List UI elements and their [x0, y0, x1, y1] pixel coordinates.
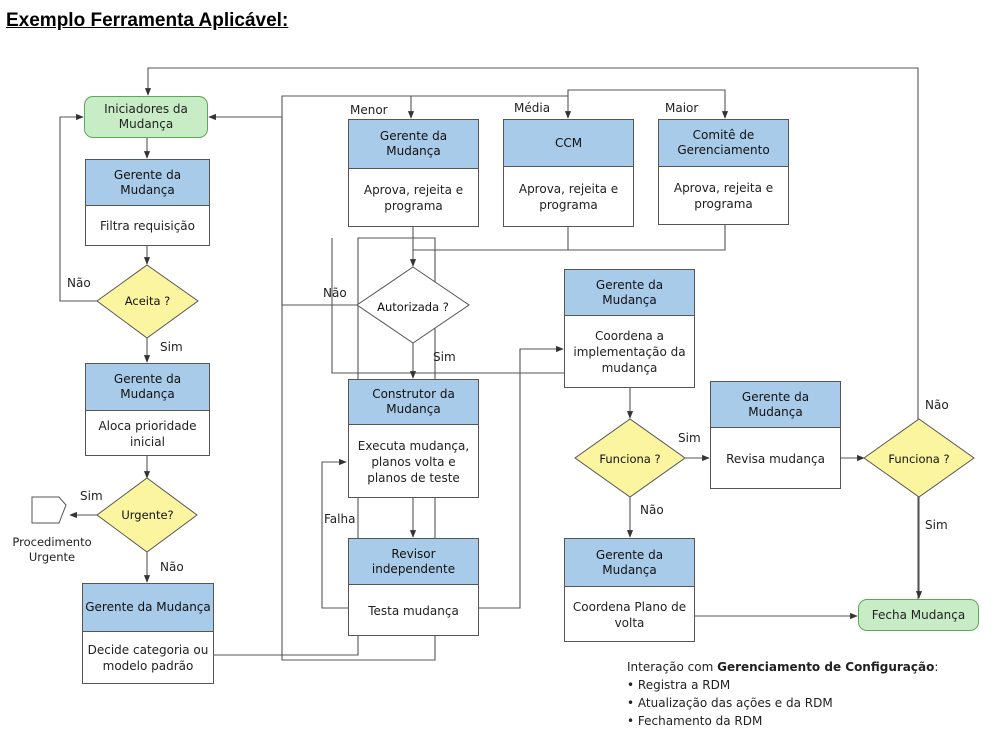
gerente-volta-box: Gerente da Mudança Coordena Plano de vol… [564, 538, 695, 642]
page-title: Exemplo Ferramenta Aplicável: [6, 10, 289, 31]
gerente-revisa-box: Gerente da Mudança Revisa mudança [710, 381, 841, 489]
legend-heading: Interação com Gerenciamento de Configura… [627, 658, 938, 676]
gerente-filtra-box: Gerente da Mudança Filtra requisição [85, 159, 210, 246]
gerente-volta-header: Gerente da Mudança [565, 539, 694, 587]
legend-intro: Interação com [627, 660, 714, 674]
decision-funciona1-diamond [574, 418, 686, 498]
legend-item: Atualização das ações e da RDM [627, 694, 938, 712]
construtor-box: Construtor da Mudança Executa mudança, p… [348, 379, 479, 498]
gerente-volta-body: Coordena Plano de volta [572, 599, 687, 630]
label-nao-funciona1: Não [640, 503, 664, 517]
ccm-box: CCM Aprova, rejeita e programa [503, 119, 634, 227]
legend-bold: Gerenciamento de Configuração [717, 660, 935, 674]
connector-revisor-falha [321, 458, 348, 609]
label-nao-autorizada: Não [323, 286, 347, 300]
decision-aceita-diamond [96, 264, 199, 339]
gerente-coordena-body: Coordena a implementação da mudança [573, 329, 686, 375]
connector-decide-to-trunk [214, 95, 436, 661]
label-nao-urgente: Não [160, 560, 184, 574]
decision-funciona1-label: Funciona ? [599, 451, 661, 466]
connector-comite-down [568, 225, 726, 251]
gerente-revisa-body: Revisa mudança [726, 451, 825, 466]
decision-autorizada-diamond [356, 266, 470, 344]
revisor-body: Testa mudança [368, 603, 459, 618]
procedimento-urgente-label: Procedimento Urgente [12, 535, 92, 564]
gerente-filtra-body: Filtra requisição [100, 219, 195, 233]
gerente-decide-body: Decide categoria ou modelo padrão [87, 643, 209, 673]
gerente-revisa-header: Gerente da Mudança [711, 382, 840, 428]
connector-revisor-to-coordena [479, 345, 564, 609]
label-falha: Falha [324, 512, 356, 526]
label-nao-funciona2: Não [925, 398, 949, 412]
label-sim-urgente: Sim [80, 489, 103, 503]
connector-trunk-to-comite [567, 89, 729, 119]
label-sim-autorizada: Sim [433, 350, 456, 364]
label-sim-aceita: Sim [160, 340, 183, 354]
comite-header: Comitê de Gerenciamento [659, 120, 788, 167]
configuration-management-legend: Interação com Gerenciamento de Configura… [627, 658, 938, 730]
label-menor: Menor [350, 103, 388, 117]
revisor-header: Revisor independente [349, 539, 478, 585]
gerente-filtra-header: Gerente da Mudança [86, 160, 209, 206]
decision-autorizada-label: Autorizada ? [377, 299, 449, 314]
construtor-body: Executa mudança, planos volta e planos d… [357, 438, 470, 485]
decision-urgente-diamond [96, 477, 198, 553]
fecha-mudanca-node: Fecha Mudança [858, 599, 979, 631]
decision-funciona2-diamond [863, 418, 975, 498]
connector-ccm-down [413, 227, 569, 251]
revisor-box: Revisor independente Testa mudança [348, 538, 479, 636]
label-maior: Maior [665, 101, 699, 115]
gerente-coordena-header: Gerente da Mudança [565, 270, 694, 316]
comite-body: Aprova, rejeita e programa [673, 181, 774, 211]
gerente-aloca-body: Aloca prioridade inicial [98, 418, 197, 449]
connector-aceita-nao [59, 113, 98, 302]
label-media: Média [514, 101, 551, 115]
legend-colon: : [934, 660, 939, 674]
comite-box: Comitê de Gerenciamento Aprova, rejeita … [658, 119, 789, 225]
decision-aceita-label: Aceita ? [124, 293, 171, 308]
ccm-body: Aprova, rejeita e programa [518, 182, 619, 212]
gerente-aprova-header: Gerente da Mudança [349, 120, 478, 169]
gerente-decide-box: Gerente da Mudança Decide categoria ou m… [82, 583, 214, 684]
connector-fecha-to-iniciadores [144, 67, 919, 607]
connector-autorizada-loop [331, 238, 566, 374]
connector-autorizada-nao [208, 113, 362, 306]
label-nao-aceita: Não [67, 276, 91, 290]
gerente-aprova-body: Aprova, rejeita e programa [363, 183, 464, 213]
gerente-aloca-box: Gerente da Mudança Aloca prioridade inic… [85, 363, 210, 456]
construtor-header: Construtor da Mudança [349, 380, 478, 425]
iniciadores-da-mudanca-node: Iniciadores da Mudança [84, 96, 208, 138]
legend-item: Fechamento da RDM [627, 712, 938, 730]
decision-funciona2-label: Funciona ? [888, 451, 950, 466]
legend-item: Registra a RDM [627, 676, 938, 694]
gerente-aloca-header: Gerente da Mudança [86, 364, 209, 411]
gerente-decide-header: Gerente da Mudança [83, 584, 213, 632]
decision-urgente-label: Urgente? [121, 507, 174, 522]
gerente-aprova-box: Gerente da Mudança Aprova, rejeita e pro… [348, 119, 479, 227]
gerente-coordena-box: Gerente da Mudança Coordena a implementa… [564, 269, 695, 388]
ccm-header: CCM [504, 120, 633, 167]
label-sim-funciona2: Sim [925, 518, 948, 532]
legend-list: Registra a RDM Atualização das ações e d… [627, 676, 938, 730]
label-sim-funciona1: Sim [678, 431, 701, 445]
procedimento-urgente-shape [31, 496, 67, 524]
